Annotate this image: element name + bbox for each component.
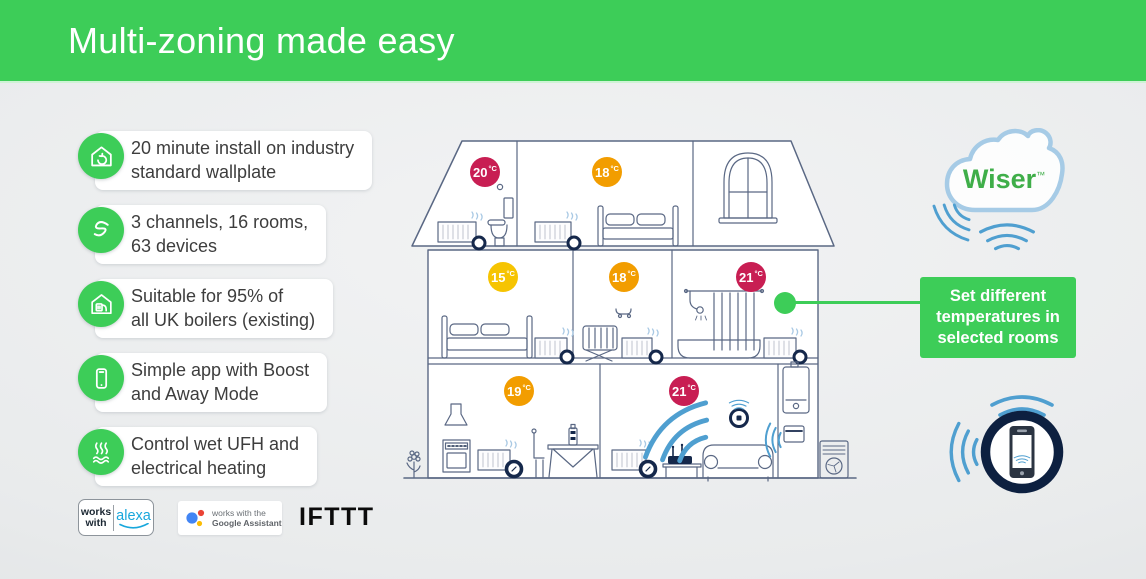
room-attic-bedroom [534,205,679,251]
phone-icon [1009,426,1035,478]
temp-badge-middle-bedroom: 15°C [488,262,518,292]
dining-table [547,444,599,478]
room-attic-bathroom [437,183,514,251]
extractor-hood [444,403,468,426]
toilet-roll-holder [496,183,504,191]
wifi-waves-icon [979,223,1035,251]
chair [531,428,545,478]
jar [568,423,578,446]
header-bar: Multi-zoning made easy [0,0,1146,83]
temp-badge-attic-bedroom: 18°C [592,157,622,187]
utility-area [764,361,810,458]
boiler [782,361,810,414]
crib [582,325,618,362]
works-with-alexa-badge: works with alexa [78,499,154,536]
feature-card: 20 minute install on industry standard w… [95,131,373,190]
wifi-waves-icon [949,421,979,483]
underfloor-heating-icon [78,429,124,475]
feature-text: 20 minute install on industry [131,138,355,158]
feature-text: 63 devices [131,236,218,256]
radiator-valve-icon [566,235,582,251]
alexa-logo: alexa [114,508,153,529]
google-badge-text: works with the Google Assistant [212,508,282,528]
phone-ring [980,410,1064,494]
temp-badge-nursery: 18°C [609,262,639,292]
feature-text: Control wet UFH and [131,434,300,454]
feature-card: 3 channels, 16 rooms, 63 devices [95,205,327,264]
thermostat [729,408,749,428]
temp-badge-kitchen: 19°C [504,376,534,406]
radiator [477,449,511,471]
callout-connector-line [793,301,921,304]
callout-anchor-dot [774,292,796,314]
feature-card: Suitable for 95% of all UK boilers (exis… [95,279,334,338]
room-kitchen [442,403,599,479]
shower-curtain [713,292,755,351]
shower-head [689,290,698,310]
divider [113,504,114,531]
google-assistant-icon [186,509,205,527]
page-title: Multi-zoning made easy [68,19,455,61]
app-phone-icon [78,355,124,401]
radiator [437,221,477,243]
ifttt-logo: IFTTT [299,503,375,531]
radiator [763,337,797,359]
sofa [702,444,774,482]
feature-text: Suitable for 95% of [131,286,284,306]
wiser-cloud-icon [928,128,1065,251]
bathtub [677,339,761,359]
feature-card: Simple app with Boost and Away Mode [95,353,328,412]
double-bed [597,205,679,247]
temp-badge-attic-bathroom: 20°C [470,157,500,187]
feature-text: Simple app with Boost [131,360,310,380]
room-living [611,395,774,482]
toy [615,308,632,315]
radiator-valve-icon [792,349,808,365]
channels-coil-icon [78,207,124,253]
feature-text: and Away Mode [131,384,259,404]
smartphone-with-signal [949,395,1064,494]
radiator [534,337,568,359]
double-bed [441,315,533,359]
install-house-icon [78,133,124,179]
heat-hub [783,425,805,443]
feature-text: standard wallplate [131,162,277,182]
wiser-logo: Wiser™ [962,164,1046,194]
room-middle-bedroom [441,315,575,365]
toilet [487,197,514,247]
radiator [534,221,572,243]
radiator-valve-icon [559,349,575,365]
radiator-valve-icon [471,235,487,251]
works-with-google-assistant-badge: works with the Google Assistant [178,501,282,535]
dormer-window [718,152,778,224]
stove [442,439,471,473]
alexa-works-with-label: works with [80,505,112,529]
temp-badge-living-room: 21°C [669,376,699,406]
radiator-valve-icon [648,349,664,365]
callout-box: Set different temperatures in selected r… [920,277,1076,358]
feature-text: electrical heating [131,458,267,478]
feature-card: Control wet UFH and electrical heating [95,427,318,486]
room-nursery [582,308,664,365]
boiler-house-icon [78,281,124,327]
heat-pump-unit [819,440,849,479]
feature-text: 3 channels, 16 rooms, [131,212,309,232]
feature-text: all UK boilers (existing) [131,310,316,330]
temp-badge-middle-bathroom: 21°C [736,262,766,292]
plant [406,450,421,479]
